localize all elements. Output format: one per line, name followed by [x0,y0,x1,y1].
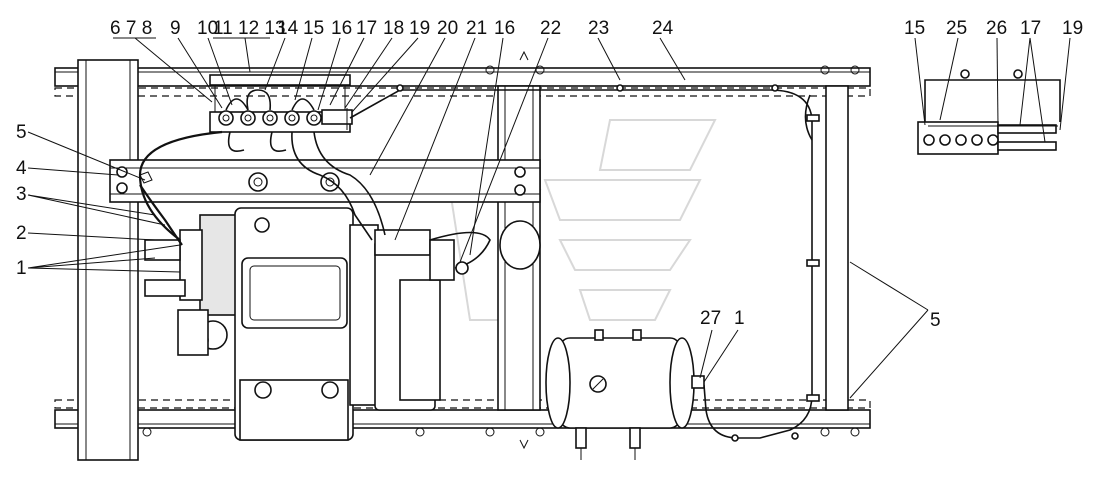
callout-16: 16 [331,18,352,39]
detail-view-valve-block [917,69,1061,155]
callout-5-right: 5 [930,310,941,331]
callout-4: 4 [16,158,27,179]
detail-callout-26: 26 [986,18,1007,39]
pipes [138,84,820,442]
callout-19: 19 [409,18,430,39]
callout-10: 10 [197,18,218,39]
callout-21: 21 [466,18,487,39]
detail-callout-25: 25 [946,18,967,39]
air-receiver [545,329,705,460]
detail-callout-15: 15 [904,18,925,39]
callout-2: 2 [16,223,27,244]
callout-3: 3 [16,184,27,205]
callout-5-left: 5 [16,122,27,143]
callout-20: 20 [437,18,458,39]
transmission-assembly [144,207,455,441]
callout-24: 24 [652,18,674,39]
callout-6-7-8: 6 7 8 [110,18,152,39]
valve-block [209,74,353,152]
callout-27: 27 [700,308,721,329]
callout-15: 15 [303,18,324,39]
callout-14: 14 [277,18,299,39]
detail-callout-19: 19 [1062,18,1083,39]
callout-22: 22 [540,18,561,39]
callout-9: 9 [170,18,181,39]
callout-1-right: 1 [734,308,745,329]
watermark-logo [448,119,717,321]
callout-labels: 6 7 8 9 10 11 12 13 14 15 16 17 18 19 20… [16,18,1083,331]
cross-members [77,59,849,461]
callout-23: 23 [588,18,609,39]
leader-lines [27,37,1071,399]
callout-18: 18 [383,18,404,39]
detail-callout-17: 17 [1020,18,1041,39]
callout-17: 17 [356,18,377,39]
callout-1-left: 1 [16,258,27,279]
callout-11-12-13: 11 12 13 [213,18,286,39]
callout-16-b: 16 [494,18,515,39]
